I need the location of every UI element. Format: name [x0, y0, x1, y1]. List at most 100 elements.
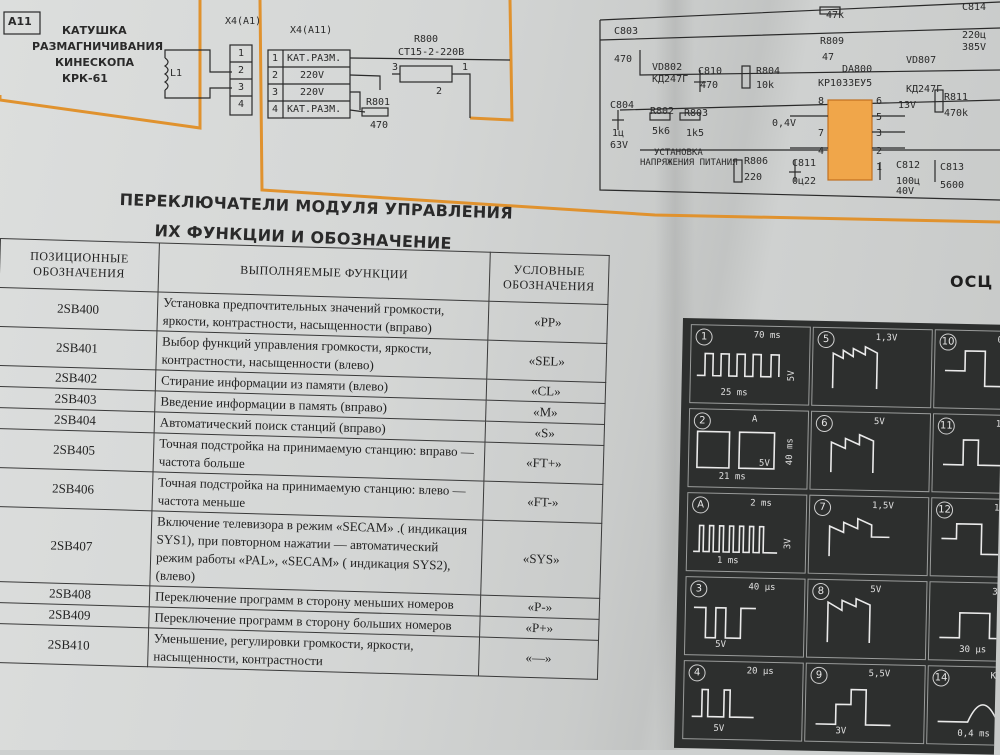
- lbl-c813-val: 5600: [940, 180, 965, 191]
- coil-title-line-2: РАЗМАГНИЧИВАНИЯ: [32, 40, 164, 53]
- th-pin-2: 2: [436, 86, 443, 97]
- cell-position: 2SB401: [0, 326, 157, 370]
- coil-title-line-1: КАТУШКА: [62, 24, 127, 37]
- thermistor-type: CT15-2-220В: [398, 47, 465, 58]
- waveform-line: [696, 352, 781, 378]
- waveform-line: [815, 688, 891, 727]
- oscillogram-title: ОСЦ: [950, 272, 994, 291]
- cell-code: «SEL»: [486, 340, 607, 383]
- oscillogram-label: K: [990, 671, 997, 682]
- lbl-r803: R803: [684, 108, 709, 119]
- block-label: A11: [8, 15, 32, 28]
- lbl-r811-val: 470k: [944, 108, 969, 119]
- waveform-line: [939, 612, 1000, 640]
- waveform-trace: [696, 352, 781, 378]
- waveform-line: [831, 345, 879, 390]
- oscillogram-label: 40 µs: [748, 582, 776, 593]
- oscillogram-label: 5V: [873, 417, 885, 428]
- waveform-line: [693, 606, 756, 640]
- lbl-r809-val: 47: [822, 52, 835, 63]
- r801-ref: R801: [366, 97, 391, 108]
- waveform-trace: [693, 606, 756, 640]
- cell-code: «SYS»: [480, 520, 602, 599]
- oscillogram-label: 1,5V: [871, 501, 894, 512]
- oscillogram-label: 20 µs: [746, 666, 774, 677]
- oscillogram-label: 70 ms: [753, 330, 781, 342]
- waveform-line: [691, 688, 754, 719]
- waveform-line: [937, 704, 1000, 725]
- pin-4: 4: [238, 99, 245, 110]
- oscillogram-label: 1,3V: [875, 333, 898, 344]
- header-positional: ПОЗИЦИОННЫЕ ОБОЗНАЧЕНИЯ: [0, 238, 160, 292]
- waveform-line: [693, 524, 778, 554]
- ic-pin-3: 3: [876, 128, 883, 139]
- oscillogram-label: 1,3V: [995, 419, 1000, 431]
- oscillogram-label: 5V: [715, 639, 727, 650]
- waveform-trace: [696, 430, 776, 470]
- pin-name-2: 220V: [300, 70, 325, 81]
- coil-title-line-3: КИНЕСКОПА: [55, 56, 135, 69]
- r801-value: 470: [370, 120, 389, 131]
- cell-code: «FT-»: [482, 481, 603, 524]
- connector-1: X4(A1): [225, 16, 262, 27]
- pin-num-3: 3: [272, 87, 279, 98]
- waveform-line: [944, 350, 1000, 388]
- header-designations: УСЛОВНЫЕ ОБОЗНАЧЕНИЯ: [488, 252, 610, 305]
- setting-caption-2: НАПРЯЖЕНИЯ ПИТАНИЯ: [640, 158, 738, 168]
- waveform-line: [941, 522, 1000, 556]
- ic-pin-5: 5: [876, 112, 883, 123]
- lbl-04v: 0,4V: [772, 118, 797, 129]
- cell-code: «PP»: [487, 301, 608, 344]
- cell-function: Включение телевизора в режим «SECAM» .( …: [149, 510, 483, 596]
- waveform-line: [828, 517, 890, 557]
- lbl-c804-volt: 63V: [610, 140, 629, 151]
- switch-table: ПОЗИЦИОННЫЕ ОБОЗНАЧЕНИЯ ВЫПОЛНЯЕМЫЕ ФУНК…: [0, 238, 610, 680]
- lbl-r806-val: 220: [744, 172, 763, 183]
- lbl-r806: R806: [744, 156, 769, 167]
- lbl-c812-volt: 40V: [896, 186, 915, 197]
- thermistor-ref: R800: [414, 34, 439, 45]
- ic-pin-6: 6: [876, 96, 883, 107]
- waveform-line: [942, 439, 1000, 467]
- lbl-r809: R809: [820, 36, 845, 47]
- lbl-c812: C812: [896, 160, 921, 171]
- oscillogram-label: 3V: [783, 538, 794, 550]
- connector-2: X4(A11): [290, 25, 333, 36]
- lbl-r802: R802: [650, 106, 675, 117]
- lbl-13v: 13V: [898, 100, 917, 111]
- schematic-drawing: [0, 0, 1000, 224]
- waveform-line: [696, 430, 776, 470]
- cell-code: «—»: [478, 637, 599, 680]
- oscillogram-label: 25 ms: [720, 387, 748, 399]
- cell-code: «FT+»: [483, 442, 604, 485]
- waveform-trace: [826, 597, 871, 643]
- cell-position: 2SB400: [0, 287, 159, 331]
- lbl-c810: C810: [698, 66, 723, 77]
- oscillogram-label: 5V: [713, 723, 725, 734]
- lbl-c811-val: 0ц22: [792, 176, 817, 187]
- oscillogram-label: 40 ms: [784, 438, 796, 466]
- oscillogram-label: 5V: [786, 370, 797, 382]
- lbl-da800-type: КР1033ЕУ5: [818, 78, 873, 89]
- cell-position: 2SB406: [0, 467, 154, 511]
- waveform-trace: [691, 688, 754, 719]
- cell-position: 2SB410: [0, 623, 149, 667]
- lbl-r802-val: 5k6: [652, 126, 671, 137]
- cell-position: 2SB407: [0, 506, 152, 586]
- pin-3: 3: [238, 82, 245, 93]
- coil-title-line-4: КРК-61: [62, 72, 108, 85]
- lbl-c803-val: 470: [614, 54, 633, 65]
- lbl-r803-val: 1k5: [686, 128, 705, 139]
- pin-2: 2: [238, 65, 245, 76]
